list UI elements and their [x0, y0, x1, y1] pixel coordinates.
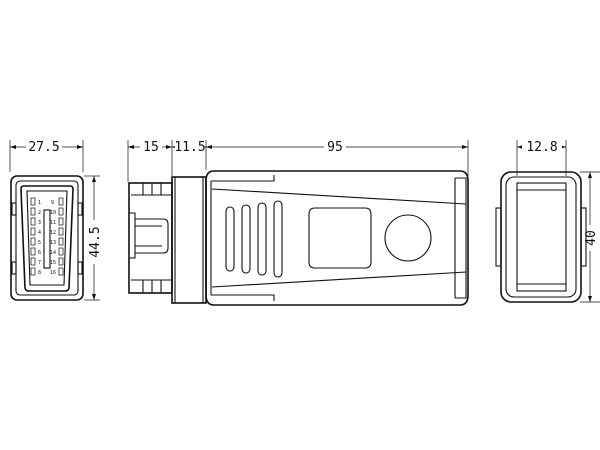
- pin-label: 2: [38, 210, 41, 216]
- plug-nose: [128, 182, 173, 294]
- pin-label: 14: [50, 250, 56, 256]
- collar-length-label: 11.5: [174, 140, 205, 155]
- pin-label: 13: [50, 240, 56, 246]
- pin-row-bottom: 9 10 11 12 13 14 15 16: [50, 197, 64, 276]
- pin-label: 9: [51, 200, 54, 206]
- side-view: 15 11.5 95: [127, 139, 469, 306]
- end-width-label: 12.8: [526, 140, 557, 155]
- pin-row-top: 1 2 3 4 5 6 7 8: [30, 197, 41, 276]
- collar: [171, 176, 207, 304]
- body-length-label: 95: [327, 140, 343, 155]
- pin-label: 4: [38, 230, 41, 236]
- end-view: 12.8 40: [495, 139, 600, 303]
- main-body: [205, 170, 469, 306]
- pin-label: 15: [50, 260, 56, 266]
- front-height-label: 44.5: [88, 226, 103, 257]
- pin-label: 6: [38, 250, 41, 256]
- front-view: 27.5 44.5: [9, 139, 103, 301]
- pin-label: 16: [50, 270, 56, 276]
- end-height-label: 40: [584, 230, 599, 246]
- pin-label: 3: [38, 220, 41, 226]
- front-width-dimension: 27.5: [10, 139, 83, 155]
- front-height-dimension: 44.5: [86, 176, 103, 300]
- pin-label: 7: [38, 260, 41, 266]
- front-width-label: 27.5: [28, 140, 59, 155]
- pin-label: 10: [50, 210, 56, 216]
- pin-label: 1: [38, 200, 41, 206]
- pin-label: 12: [50, 230, 56, 236]
- plug-length-label: 15: [143, 140, 159, 155]
- pin-label: 5: [38, 240, 41, 246]
- pin-label: 11: [50, 220, 56, 226]
- pin-label: 8: [38, 270, 41, 276]
